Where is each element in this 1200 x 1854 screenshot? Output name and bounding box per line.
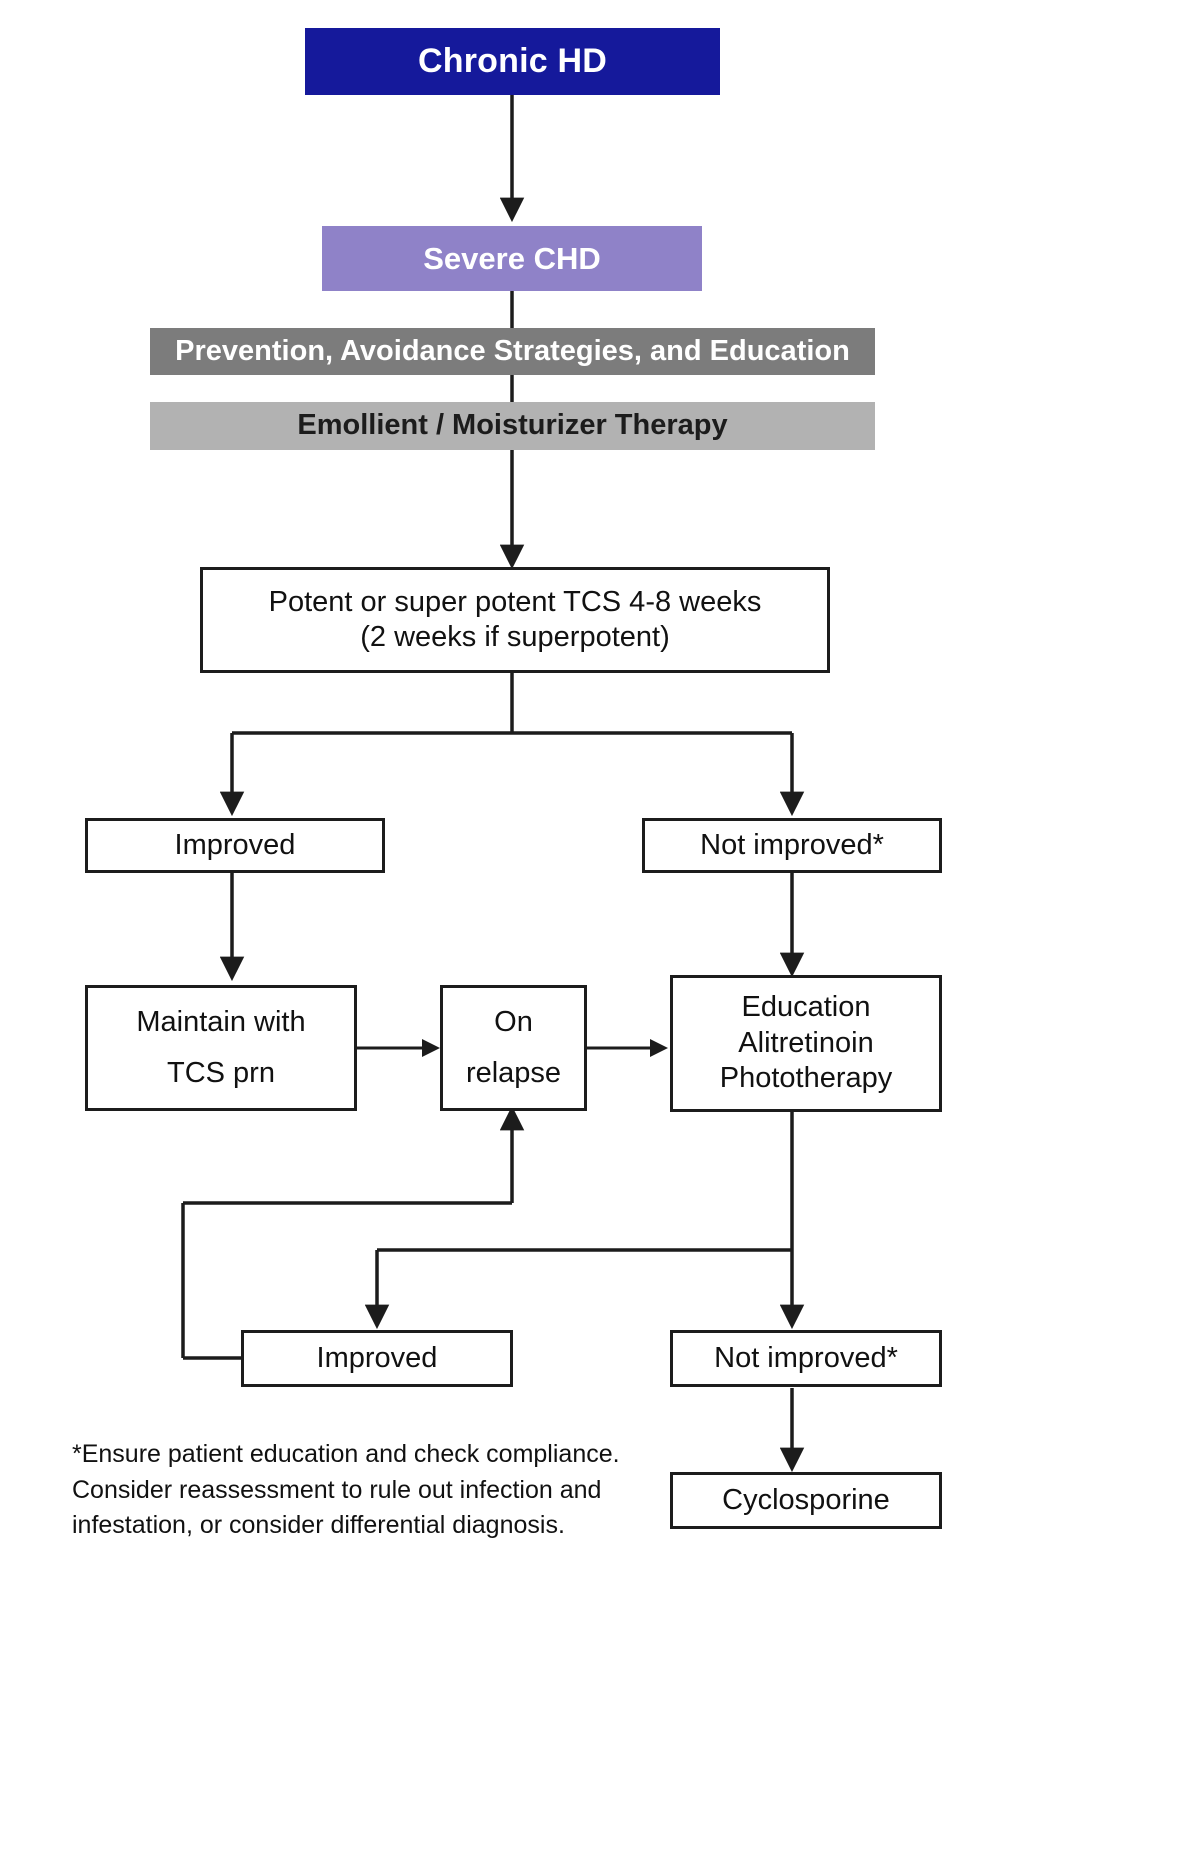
node-education-line1: Education <box>741 991 871 1024</box>
node-maintain-tcs[interactable]: Maintain with TCS prn <box>85 985 357 1111</box>
node-severe-chd[interactable]: Severe CHD <box>322 226 702 291</box>
node-maintain-line2: TCS prn <box>167 1057 275 1089</box>
node-severe-chd-label: Severe CHD <box>423 240 601 276</box>
node-cyclosporine[interactable]: Cyclosporine <box>670 1472 942 1529</box>
node-chronic-hd-label: Chronic HD <box>418 41 607 80</box>
node-improved-2[interactable]: Improved <box>241 1330 513 1387</box>
node-on-relapse-line2: relapse <box>465 1057 562 1089</box>
node-improved-1[interactable]: Improved <box>85 818 385 873</box>
footnote-line3: infestation, or consider differential di… <box>72 1511 565 1539</box>
node-not-improved-1-label: Not improved* <box>700 828 884 861</box>
node-tcs-line1: Potent or super potent TCS 4-8 weeks <box>268 585 762 618</box>
node-prevention-label: Prevention, Avoidance Strategies, and Ed… <box>175 334 850 367</box>
node-maintain-line1: Maintain with <box>136 1005 306 1038</box>
node-not-improved-2-label: Not improved* <box>714 1341 898 1374</box>
node-chronic-hd[interactable]: Chronic HD <box>305 28 720 95</box>
node-emollient[interactable]: Emollient / Moisturizer Therapy <box>150 402 875 450</box>
node-education-line3: Phototherapy <box>719 1062 893 1095</box>
node-cyclosporine-label: Cyclosporine <box>722 1483 890 1516</box>
node-education-alitretinoin-phototherapy[interactable]: Education Alitretinoin Phototherapy <box>670 975 942 1112</box>
node-improved-2-label: Improved <box>316 1341 438 1374</box>
footnote-line1: *Ensure patient education and check comp… <box>72 1440 620 1468</box>
node-not-improved-1[interactable]: Not improved* <box>642 818 942 873</box>
node-tcs-therapy[interactable]: Potent or super potent TCS 4-8 weeks (2 … <box>200 567 830 673</box>
node-emollient-label: Emollient / Moisturizer Therapy <box>297 409 728 442</box>
node-prevention[interactable]: Prevention, Avoidance Strategies, and Ed… <box>150 328 875 375</box>
node-not-improved-2[interactable]: Not improved* <box>670 1330 942 1387</box>
node-improved-1-label: Improved <box>174 828 296 861</box>
footnote: *Ensure patient education and check comp… <box>72 1437 642 1544</box>
node-on-relapse-line1: On <box>494 1005 533 1038</box>
node-tcs-line2: (2 weeks if superpotent) <box>360 621 670 653</box>
node-education-line2: Alitretinoin <box>738 1026 874 1059</box>
node-on-relapse[interactable]: On relapse <box>440 985 587 1111</box>
footnote-line2: Consider reassessment to rule out infect… <box>72 1475 602 1504</box>
